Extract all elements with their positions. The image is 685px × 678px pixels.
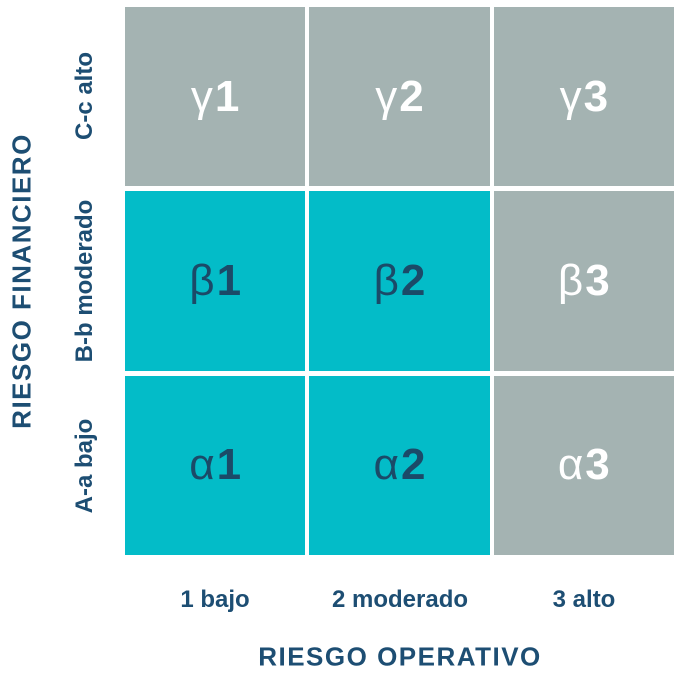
cell-number: 1 <box>216 440 242 490</box>
x-axis-title: RIESGO OPERATIVO <box>258 641 542 672</box>
y-axis-label-alto: C-c alto <box>71 51 98 141</box>
cell-greek-letter: β <box>189 255 215 305</box>
cell-number: 2 <box>399 71 424 121</box>
cell-greek-letter: α <box>373 440 399 490</box>
y-axis-title: RIESGO FINANCIERO <box>6 133 37 429</box>
cell-greek-letter: α <box>189 440 215 490</box>
x-axis-label-moderado: 2 moderado <box>331 586 469 613</box>
y-axis-label-moderado: B-b moderado <box>71 199 98 363</box>
cell-greek-letter: γ <box>190 71 213 121</box>
cell-number: 1 <box>214 71 240 121</box>
cell-greek-letter: β <box>557 255 584 305</box>
cell-number: 2 <box>400 440 426 490</box>
cell-number: 2 <box>400 255 426 305</box>
cell-greek-letter: α <box>557 440 584 490</box>
cell-number: 3 <box>585 255 610 305</box>
cell-number: 3 <box>585 440 610 490</box>
y-axis-label-bajo: A-a bajo <box>71 418 98 514</box>
cell-greek-letter: β <box>373 255 399 305</box>
cell-greek-letter: γ <box>559 71 582 121</box>
x-axis-label-alto: 3 alto <box>552 586 616 613</box>
x-axis-label-bajo: 1 bajo <box>180 586 250 613</box>
cell-number: 1 <box>216 255 242 305</box>
cell-number: 3 <box>583 71 609 121</box>
cell-greek-letter: γ <box>375 71 398 121</box>
